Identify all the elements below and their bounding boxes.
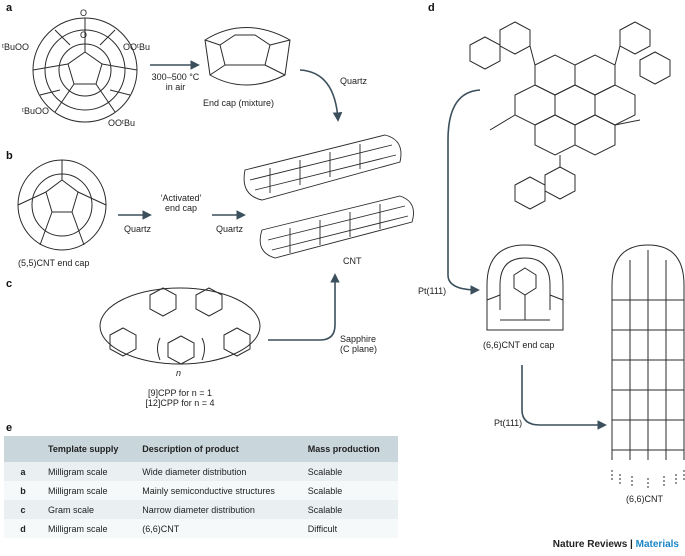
table-cell: Mainly semiconductive structures <box>136 481 302 500</box>
quartz-label-b2: Quartz <box>216 224 244 234</box>
table-row: c Gram scale Narrow diameter distributio… <box>4 500 398 519</box>
cnt-tube <box>243 134 414 259</box>
cpp-caption: [9]CPP for n = 1 [12]CPP for n = 4 <box>130 388 230 408</box>
table-header: Mass production <box>301 436 398 462</box>
panel-letter-e: e <box>6 422 13 434</box>
cpp-macrocycle <box>99 287 261 365</box>
panel-letter-a: a <box>6 2 13 14</box>
table-cell: Difficult <box>301 519 398 538</box>
table-cell: c <box>4 500 42 519</box>
cnt-end-cap-6-6 <box>486 244 564 331</box>
table-row: d Milligram scale (6,6)CNT Difficult <box>4 519 398 538</box>
group-tbuoo-tl: ᵗBuOO <box>2 42 29 52</box>
table-header <box>4 436 42 462</box>
panel-letter-c: c <box>6 278 13 290</box>
table-cell: Milligram scale <box>42 519 137 538</box>
pt111-label-2: Pt(111) <box>494 418 523 428</box>
end-cap-mixture <box>204 27 291 86</box>
table-cell: Milligram scale <box>42 481 137 500</box>
table-row: b Milligram scale Mainly semiconductive … <box>4 481 398 500</box>
arrows <box>118 60 607 430</box>
group-o1: O <box>80 8 88 18</box>
table-cell: d <box>4 519 42 538</box>
pt111-label-1: Pt(111) <box>418 286 447 296</box>
table-cell: a <box>4 462 42 481</box>
group-o2: O <box>80 30 88 40</box>
table-cell: Wide diameter distribution <box>136 462 302 481</box>
table-cell: Narrow diameter distribution <box>136 500 302 519</box>
arrow-a-quartz <box>299 69 343 122</box>
sapphire-label: Sapphire (C plane) <box>340 334 377 354</box>
arrow-d-2 <box>521 365 607 430</box>
end-cap-mixture-label: End cap (mixture) <box>203 98 275 108</box>
polycyclic-precursor-d <box>469 21 671 210</box>
journal-name: Nature Reviews | <box>552 539 636 550</box>
arrow-c-sapphire <box>268 273 340 341</box>
end-cap-6-6-label: (6,6)CNT end cap <box>483 340 555 350</box>
table-cell: b <box>4 481 42 500</box>
cpp-caption-line1: [9]CPP for n = 1 <box>147 388 213 398</box>
cnt-6-6-tube <box>611 244 685 488</box>
quartz-label-a: Quartz <box>340 76 368 86</box>
arrow-a-label: 300–500 °C in air <box>148 72 203 92</box>
table-cell: Scalable <box>301 481 398 500</box>
journal-credit: Nature Reviews | Materials <box>553 539 679 550</box>
table-cell: Scalable <box>301 500 398 519</box>
quartz-label-b1: Quartz <box>124 224 152 234</box>
cnt-label: CNT <box>343 256 362 266</box>
table-cell: Milligram scale <box>42 462 137 481</box>
activated-line2: end cap <box>164 203 198 213</box>
cpp-caption-line2: [12]CPP for n = 4 <box>145 398 215 408</box>
end-cap-5-5-label: (5,5)CNT end cap <box>18 258 90 268</box>
table-header-row: Template supply Description of product M… <box>4 436 398 462</box>
cnt-6-6-label: (6,6)CNT <box>626 494 664 504</box>
table-header: Description of product <box>136 436 302 462</box>
table-header: Template supply <box>42 436 137 462</box>
table-cell: (6,6)CNT <box>136 519 302 538</box>
panel-letter-d: d <box>428 2 435 14</box>
table-cell: Scalable <box>301 462 398 481</box>
arrow-a-label-line2: in air <box>165 82 186 92</box>
arrow-d-1 <box>447 89 481 295</box>
cnt-end-cap-5-5 <box>17 159 107 251</box>
arrow-a-label-line1: 300–500 °C <box>151 72 200 82</box>
table-cell: Gram scale <box>42 500 137 519</box>
sapphire-line1: Sapphire <box>340 334 377 344</box>
sapphire-line2: (C plane) <box>340 344 378 354</box>
activated-line1: ‘Activated’ <box>160 193 202 203</box>
group-ootbu-br: OOᵗBu <box>108 118 135 128</box>
precursor-molecule-a <box>32 17 138 123</box>
panel-letter-b: b <box>6 150 13 162</box>
group-tbuoo-bl: ᵗBuOO <box>22 106 49 116</box>
summary-table: Template supply Description of product M… <box>4 436 398 538</box>
group-ootbu-tr: OOᵗBu <box>123 42 150 52</box>
table-row: a Milligram scale Wide diameter distribu… <box>4 462 398 481</box>
activated-end-cap-label: ‘Activated’ end cap <box>150 193 212 213</box>
journal-section: Materials <box>635 539 679 550</box>
n-label: n <box>176 368 182 378</box>
